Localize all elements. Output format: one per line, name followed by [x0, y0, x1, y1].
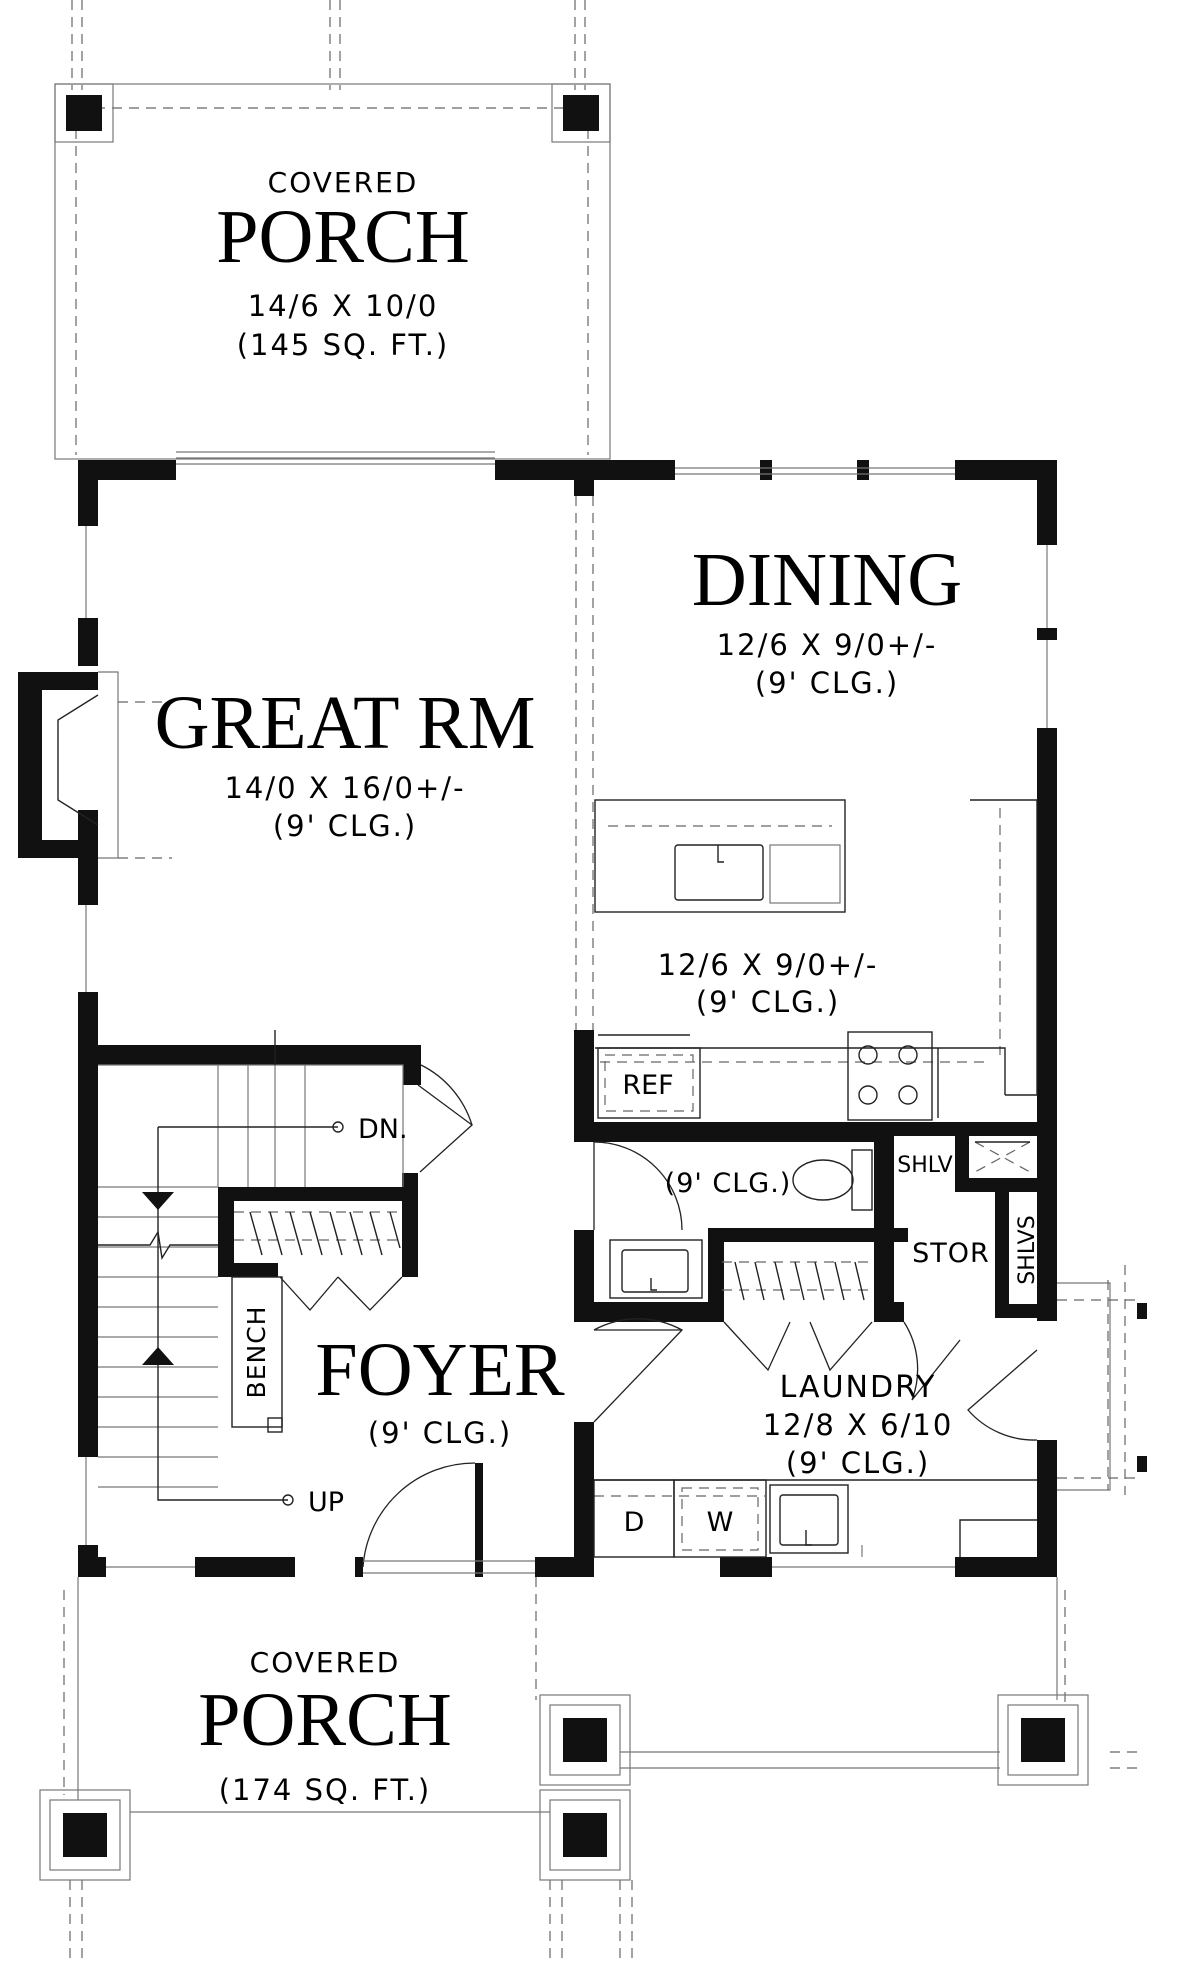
laundry-counter	[593, 1479, 1037, 1558]
corner-closet	[974, 1141, 1031, 1173]
powder-room-ceiling: (9' CLG.)	[665, 1168, 792, 1199]
top-porch-kicker: COVERED	[268, 166, 419, 199]
laundry-ceiling: (9' CLG.)	[786, 1446, 930, 1480]
stair-door	[417, 1064, 474, 1173]
toilet	[792, 1149, 873, 1211]
powder-room-door	[593, 1141, 683, 1231]
porch-post	[997, 1694, 1089, 1786]
dryer-label: D	[624, 1507, 645, 1538]
storage-label: STOR	[912, 1238, 990, 1269]
shelves-label-top: SHLV	[897, 1153, 952, 1178]
porch-post	[539, 1694, 631, 1786]
dining-size: 12/6 X 9/0+/-	[717, 628, 938, 662]
kitchen-ceiling: (9' CLG.)	[696, 985, 840, 1019]
bottom-porch-area: (174 SQ. FT.)	[219, 1773, 432, 1807]
cooktop	[847, 1031, 933, 1121]
foyer-closet	[234, 1211, 403, 1311]
laundry-size: 12/8 X 6/10	[763, 1408, 954, 1442]
great-room-title: GREAT RM	[155, 681, 536, 765]
dining-ceiling: (9' CLG.)	[755, 666, 899, 700]
laundry-closet	[722, 1261, 873, 1372]
top-porch-title: PORCH	[216, 195, 469, 279]
bench-label: BENCH	[242, 1306, 271, 1399]
stairs-up-label: UP	[308, 1487, 344, 1518]
laundry-door	[593, 1318, 684, 1423]
porch-post	[54, 83, 114, 143]
bottom-porch-outline	[63, 1577, 1140, 1962]
porch-post	[39, 1789, 131, 1881]
top-porch-area: (145 SQ. FT.)	[237, 328, 450, 362]
stairs-down-label: DN.	[358, 1114, 408, 1145]
side-entry-porch	[1057, 1265, 1147, 1495]
top-porch-size: 14/6 X 10/0	[248, 289, 439, 323]
vanity-sink	[609, 1239, 703, 1299]
kitchen-counter	[595, 799, 1038, 1118]
shelves-label-side: SHLVS	[1015, 1215, 1040, 1284]
laundry-doors	[903, 1321, 1038, 1441]
porch-post	[551, 83, 611, 143]
bottom-porch-kicker: COVERED	[250, 1646, 401, 1679]
front-door	[355, 1462, 535, 1577]
refrigerator-label: REF	[622, 1070, 673, 1101]
great-room-ceiling: (9' CLG.)	[273, 809, 417, 843]
fireplace	[18, 671, 172, 859]
porch-post	[539, 1789, 631, 1881]
refrigerator	[597, 1047, 701, 1119]
washer-label: W	[707, 1507, 734, 1538]
foyer-ceiling: (9' CLG.)	[368, 1416, 512, 1450]
laundry-title: LAUNDRY	[780, 1370, 937, 1405]
dining-title: DINING	[692, 538, 962, 622]
staircase	[98, 1030, 404, 1506]
interior-walls	[98, 728, 1057, 1577]
top-porch-outline	[54, 0, 611, 460]
foyer-title: FOYER	[315, 1328, 564, 1412]
kitchen-island	[594, 799, 846, 913]
bottom-porch-title: PORCH	[198, 1678, 451, 1762]
great-room-size: 14/0 X 16/0+/-	[224, 771, 465, 805]
kitchen-size: 12/6 X 9/0+/-	[658, 948, 879, 982]
bench	[231, 1276, 283, 1433]
